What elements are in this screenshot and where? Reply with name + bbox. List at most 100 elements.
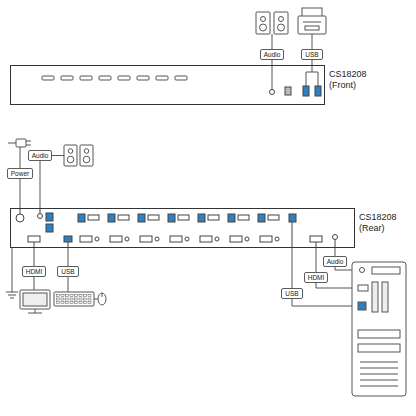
keyboard-keys: [75, 302, 78, 304]
front-speakers: [274, 12, 288, 34]
front-buttons: [156, 76, 168, 80]
front-wires: [272, 34, 318, 90]
front-speakers: [279, 17, 284, 22]
keyboard-keys: [57, 302, 60, 304]
computer-tower: [372, 282, 378, 312]
rear-left-ports: [46, 224, 53, 232]
front-buttons: [42, 76, 187, 80]
ground-wire: [8, 295, 16, 296]
rear-port-groups: [200, 236, 212, 242]
rear-right-ports: [333, 235, 338, 240]
rear-right-ports: [289, 214, 338, 248]
keyboard-keys: [79, 295, 82, 297]
port-label: HDMI: [26, 267, 43, 276]
printer: [303, 22, 321, 23]
keyboard-keys: [66, 302, 69, 304]
cable-label: USB: [281, 288, 302, 299]
rear-port-groups: [110, 236, 122, 242]
rear-port-groups: [78, 214, 279, 242]
cable-label: Audio: [28, 150, 53, 161]
ground-wire: [10, 298, 14, 299]
rear-port-groups: [238, 215, 249, 220]
power-cord: [8, 143, 16, 144]
rear-port-groups: [125, 237, 129, 241]
keyboard-mouse: [102, 293, 103, 297]
power-cord: [16, 139, 26, 147]
rear-port-groups: [140, 236, 152, 242]
keyboard-keys: [61, 302, 64, 304]
rear-port-groups: [215, 237, 219, 241]
rear-port-groups: [185, 237, 189, 241]
rear-speakers: [50, 155, 64, 156]
front-wires: [272, 65, 273, 90]
port-label: USB: [61, 267, 74, 276]
monitor: [34, 277, 35, 290]
computer-tower: [372, 267, 400, 274]
rear-port-groups: [168, 214, 175, 222]
rear-right-ports: [335, 240, 336, 249]
printer: [305, 26, 319, 30]
keyboard-keys: [57, 295, 92, 304]
tower-vents: [360, 374, 398, 375]
rear-left-ports: [46, 213, 53, 221]
computer-tower: [352, 262, 406, 396]
computer-tower: [358, 285, 368, 291]
tower-vents: [360, 380, 398, 381]
kvm-chassis: CS18208 (Front): [10, 65, 325, 105]
rear-port-groups: [275, 237, 279, 241]
port-label: USB: [285, 289, 298, 298]
rear-port-groups: [208, 215, 219, 220]
rear-port-groups: [155, 237, 159, 241]
computer-wires: [292, 267, 360, 306]
computer-tower: [352, 262, 406, 396]
rear-port-groups: [170, 236, 182, 242]
keyboard-keys: [79, 302, 82, 304]
rear-left-ports: [16, 208, 72, 248]
front-ports: [303, 86, 309, 96]
keyboard-keys: [70, 295, 73, 297]
front-speakers: [256, 12, 288, 34]
front-speakers: [278, 24, 285, 31]
rear-port-groups: [260, 236, 272, 242]
rear-right-ports: [310, 236, 322, 242]
tower-vents: [360, 362, 398, 363]
cable-wire: [335, 248, 336, 256]
front-buttons: [42, 76, 54, 80]
power-cord: [26, 141, 31, 142]
rear-left-ports: [16, 214, 24, 222]
keyboard-keys: [61, 298, 64, 300]
front-buttons: [137, 76, 149, 80]
keyboard-keys: [61, 295, 64, 297]
monitor: [20, 277, 50, 313]
rear-port-groups: [258, 214, 265, 222]
keyboard-keys: [79, 298, 82, 300]
rear-port-groups: [108, 214, 115, 222]
port-label: Audio: [327, 257, 344, 266]
front-buttons: [61, 76, 73, 80]
cable-label: HDMI: [304, 272, 329, 283]
rear-right-ports: [292, 222, 293, 248]
keyboard-mouse: [54, 277, 106, 306]
computer-tower: [358, 302, 366, 310]
rear-speakers: [80, 145, 93, 166]
rear-right-ports: [289, 214, 296, 222]
power-cord: [26, 145, 31, 146]
cable-label: Audio: [323, 256, 348, 267]
front-speakers: [261, 17, 266, 22]
rear-port-groups: [178, 215, 189, 220]
ground-wire: [12, 248, 13, 292]
front-ports: [315, 86, 321, 96]
kvm-chassis: CS18208 (Rear): [10, 208, 355, 248]
computer-tower: [358, 344, 400, 352]
front-ports: [285, 87, 291, 95]
rear-port-groups: [198, 214, 205, 222]
cable-label: Audio: [260, 49, 285, 60]
front-wires: [312, 72, 318, 86]
keyboard-keys: [66, 298, 69, 300]
keyboard-keys: [88, 298, 91, 300]
power-cord: [20, 147, 21, 168]
rear-left-ports: [38, 214, 43, 219]
cable-wire: [292, 248, 293, 288]
